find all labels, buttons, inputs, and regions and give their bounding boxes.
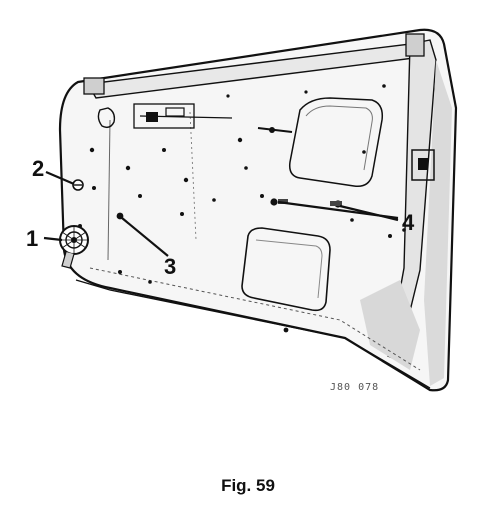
- lock-mechanism: [97, 103, 435, 181]
- callout-4: 4: [402, 210, 415, 235]
- panel-holes: [78, 84, 406, 333]
- callout-1: 1: [26, 226, 38, 251]
- callout-3: 3: [164, 254, 176, 279]
- panel-screw: [72, 179, 84, 191]
- panel-clip: [116, 212, 124, 220]
- retaining-clips: [270, 198, 342, 208]
- door-shell: [58, 28, 458, 392]
- panel-recesses: [107, 97, 384, 312]
- figure-caption: Fig. 59: [221, 476, 275, 495]
- drawing-reference-code: J80 078: [330, 382, 379, 393]
- callout-2: 2: [32, 156, 44, 181]
- leader-lines: [43, 170, 399, 257]
